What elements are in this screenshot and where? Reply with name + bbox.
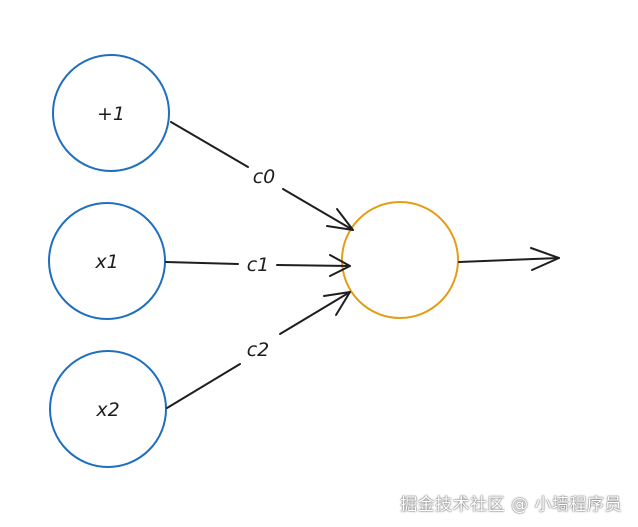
edge-c2-arrow (166, 291, 351, 409)
input-node-bias (52, 54, 170, 172)
edge-c1-arrow (165, 254, 351, 277)
edge-c0-arrow (170, 121, 354, 231)
input-node-x1 (48, 202, 166, 320)
input-node-x1-label: x1 (94, 251, 118, 273)
output-node (341, 201, 459, 319)
output-arrow (458, 247, 560, 271)
input-node-x2-label: x2 (95, 399, 119, 421)
edge-c0-label: c0 (253, 166, 276, 188)
watermark-text: 掘金技术社区 @ 小墙程序员 (400, 495, 622, 515)
edge-c1-label: c1 (247, 254, 270, 276)
input-node-bias-label: +1 (97, 103, 125, 125)
edge-c2-label: c2 (247, 339, 270, 361)
input-node-x2 (49, 350, 167, 468)
